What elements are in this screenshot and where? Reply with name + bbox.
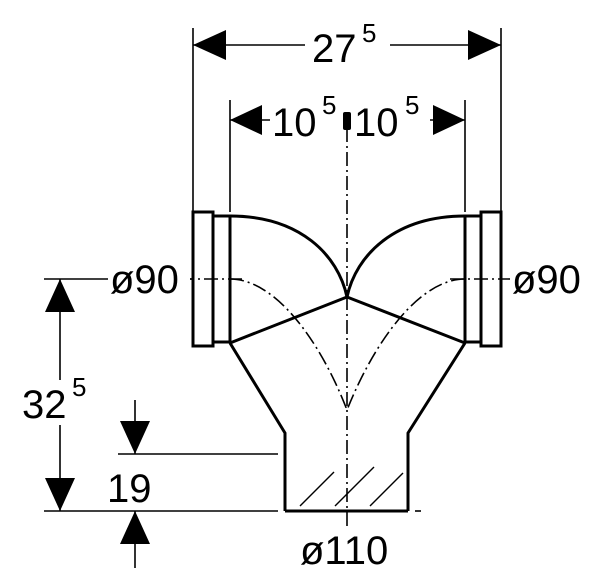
- left-branch-centerline: [229, 278, 348, 411]
- total-height-superscript: 5: [72, 372, 86, 402]
- socket-height-value: 19: [107, 467, 152, 511]
- socket-height-dimension: 19: [107, 400, 152, 568]
- left-outlet-diameter-label: ø90: [110, 258, 179, 302]
- right-elbow-outer: [345, 214, 466, 298]
- overall-width-value: 27: [312, 27, 357, 71]
- inlet-label-backdrop: [298, 528, 402, 572]
- left-label-backdrop: [108, 258, 190, 300]
- half-right-superscript: 5: [405, 90, 419, 120]
- body-right-flank: [406, 342, 467, 511]
- half-right-value: 10: [354, 101, 399, 145]
- right-label-backdrop: [510, 258, 594, 300]
- body-left-flank: [228, 342, 287, 511]
- half-left-value: 10: [272, 101, 317, 145]
- outlet-labels: ø90 ø90: [108, 258, 594, 302]
- left-elbow-outer: [229, 214, 349, 298]
- fitting-body: [180, 210, 515, 513]
- total-height-value: 32: [22, 383, 67, 427]
- inlet-label: ø110: [298, 528, 402, 573]
- left-branch-edge: [229, 295, 348, 345]
- right-branch-edge: [346, 295, 466, 345]
- right-branch-centerline: [346, 278, 466, 411]
- overall-width-superscript: 5: [362, 18, 376, 48]
- half-left-superscript: 5: [322, 90, 336, 120]
- total-height-dimension: 32 5: [22, 279, 86, 511]
- half-width-dimensions: 10 5 10 5: [230, 90, 465, 145]
- right-outlet-diameter-label: ø90: [512, 258, 581, 302]
- inlet-diameter-label: ø110: [300, 529, 388, 573]
- overall-width-dimension: 27 5: [193, 18, 501, 71]
- inlet-hatching: [299, 466, 404, 507]
- center-marker: [343, 112, 351, 130]
